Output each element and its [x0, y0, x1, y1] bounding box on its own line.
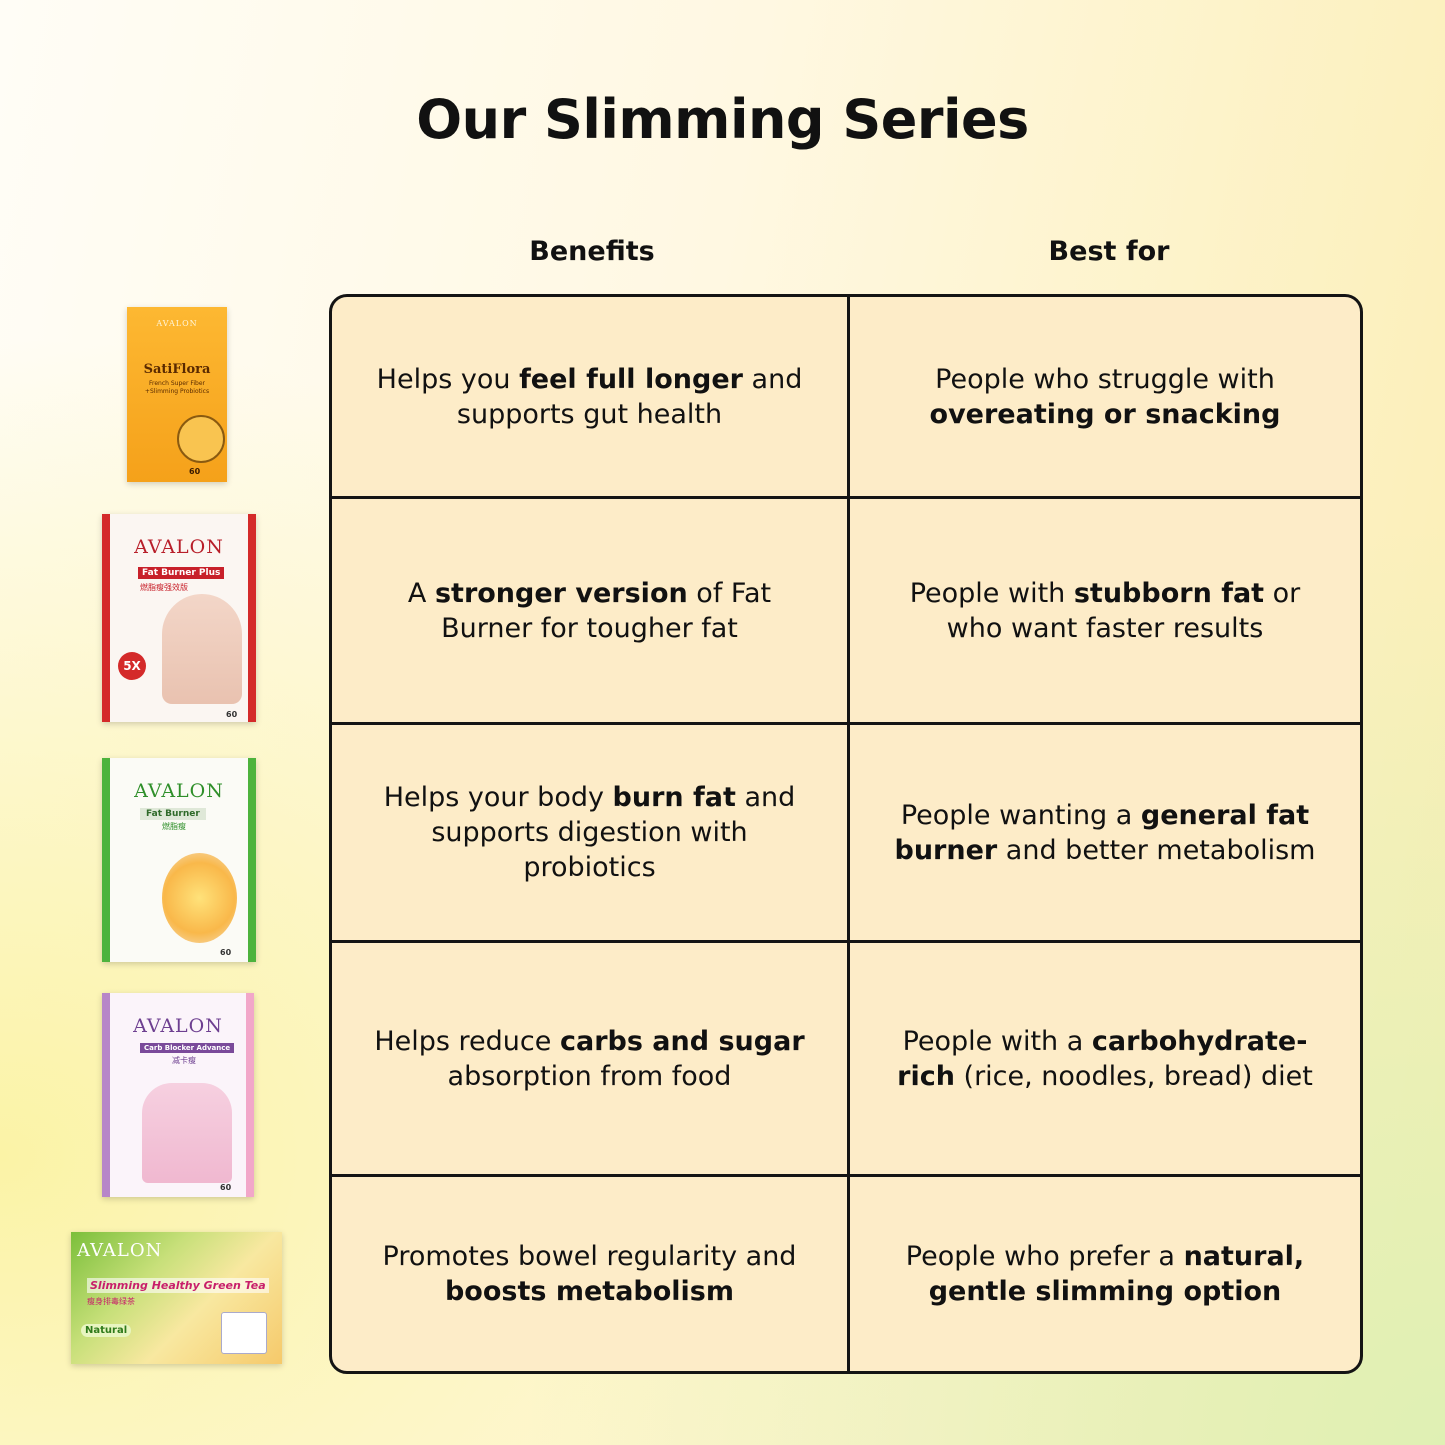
product-brand: AVALON [134, 780, 224, 802]
cell-text: and better metabolism [997, 834, 1316, 866]
product-brand: AVALON [156, 319, 198, 328]
benefit-cell: Promotes bowel regularity and boosts met… [332, 1177, 847, 1371]
cell-text: or who want faster results [946, 577, 1301, 644]
cell-text: Helps reduce [374, 1025, 560, 1057]
product-subtitle: 减卡瘦 [172, 1056, 196, 1065]
product-body-icon [142, 1083, 232, 1183]
product-subtitle: French Super Fiber +Slimming Probiotics [144, 380, 210, 395]
cell-content: Promotes bowel regularity and boosts met… [368, 1239, 811, 1309]
highlight-text: stubborn fat [1073, 577, 1265, 609]
product-name: Carb Blocker Advance [140, 1043, 235, 1053]
benefits-column-header: Benefits [529, 236, 655, 267]
cell-content: Helps you feel full longer and supports … [368, 362, 811, 432]
highlight-text: stronger version [434, 577, 688, 609]
row-divider [332, 940, 1360, 943]
cell-text: absorption from food [447, 1060, 732, 1092]
cell-text: People with [909, 577, 1074, 609]
cell-text: People wanting a [900, 799, 1141, 831]
highlight-text: overeating or snacking [929, 398, 1281, 430]
product-name: Slimming Healthy Green Tea [87, 1278, 269, 1293]
cell-content: Helps reduce carbs and sugar absorption … [368, 1024, 811, 1094]
product-count: 60 [220, 948, 232, 957]
cell-content: Helps your body burn fat and supports di… [368, 780, 811, 885]
product-image-carb-blocker-advance: AVALON Carb Blocker Advance 减卡瘦 60 [102, 993, 254, 1197]
product-badge: 5X [118, 652, 146, 680]
product-tea-cup-icon [221, 1312, 267, 1354]
product-count: 60 [226, 710, 238, 719]
table-row: Helps you feel full longer and supports … [332, 297, 1360, 496]
cell-content: People wanting a general fat burner and … [886, 798, 1324, 868]
highlight-text: burn fat [612, 782, 736, 813]
cell-text: of Fat Burner for tougher fat [441, 577, 772, 644]
highlight-text: general fat burner [894, 799, 1310, 866]
benefit-cell: Helps reduce carbs and sugar absorption … [332, 943, 847, 1174]
cell-content: People with a carbohydrate-rich (rice, n… [886, 1024, 1324, 1094]
highlight-text: carbohydrate-rich [897, 1025, 1308, 1092]
benefit-cell: A stronger version of Fat Burner for tou… [332, 499, 847, 722]
product-body-icon [162, 594, 242, 704]
cell-content: People who struggle with overeating or s… [886, 362, 1324, 432]
table-row: Promotes bowel regularity and boosts met… [332, 1177, 1360, 1371]
best-for-cell: People with stubborn fat or who want fas… [850, 499, 1360, 722]
table-row: Helps your body burn fat and supports di… [332, 725, 1360, 940]
table-row: A stronger version of Fat Burner for tou… [332, 499, 1360, 722]
product-brand: AVALON [77, 1240, 163, 1261]
cell-text: People with a [902, 1025, 1092, 1057]
best-for-cell: People who prefer a natural, gentle slim… [850, 1177, 1360, 1371]
product-image-slimming-green-tea: AVALON Slimming Healthy Green Tea 瘦身排毒绿茶… [71, 1232, 282, 1364]
product-name: Fat Burner [140, 808, 206, 820]
cell-text: People who prefer a [905, 1241, 1184, 1272]
product-count: 60 [189, 467, 201, 476]
best-for-column-header: Best for [1048, 236, 1170, 267]
cell-content: People with stubborn fat or who want fas… [886, 576, 1324, 646]
product-brand: AVALON [134, 536, 224, 558]
product-flower-icon [162, 853, 237, 943]
column-divider [847, 297, 850, 1371]
highlight-text: feel full longer [519, 363, 743, 395]
product-subtitle: 瘦身排毒绿茶 [87, 1297, 135, 1306]
product-name: SatiFlora [143, 362, 211, 377]
highlight-text: boosts metabolism [444, 1276, 735, 1307]
benefit-cell: Helps you feel full longer and supports … [332, 297, 847, 496]
product-seal-icon [177, 415, 225, 463]
highlight-text: natural, gentle slimming option [928, 1241, 1305, 1307]
product-brand: AVALON [133, 1015, 223, 1037]
product-image-satiflora: AVALON SatiFlora French Super Fiber +Sli… [127, 307, 227, 482]
cell-text: and supports gut health [456, 363, 803, 430]
best-for-cell: People who struggle with overeating or s… [850, 297, 1360, 496]
comparison-table: Helps you feel full longer and supports … [329, 294, 1363, 1374]
product-image-fat-burner: AVALON Fat Burner 燃脂瘦 60 [102, 758, 256, 962]
page-title: Our Slimming Series [416, 88, 1029, 151]
cell-text: and supports digestion with probiotics [431, 782, 796, 883]
best-for-cell: People with a carbohydrate-rich (rice, n… [850, 943, 1360, 1174]
cell-content: People who prefer a natural, gentle slim… [886, 1239, 1324, 1309]
product-subtitle: 燃脂瘦 [162, 822, 186, 831]
product-count: 60 [220, 1183, 232, 1192]
cell-text: Helps your body [383, 782, 613, 813]
row-divider [332, 496, 1360, 499]
best-for-cell: People wanting a general fat burner and … [850, 725, 1360, 940]
cell-text: People who struggle with [935, 363, 1275, 395]
cell-content: A stronger version of Fat Burner for tou… [368, 576, 811, 646]
product-name: Fat Burner Plus [138, 567, 225, 579]
cell-text: Helps you [376, 363, 520, 395]
product-image-fat-burner-plus: AVALON Fat Burner Plus 燃脂瘦强效版 5X 60 [102, 514, 256, 722]
table-row: Helps reduce carbs and sugar absorption … [332, 943, 1360, 1174]
cell-text: A [407, 577, 435, 609]
cell-text: Promotes bowel regularity and [382, 1241, 797, 1272]
row-divider [332, 1174, 1360, 1177]
cell-text: (rice, noodles, bread) diet [954, 1060, 1313, 1092]
product-badge: Natural [81, 1324, 132, 1337]
product-subtitle: 燃脂瘦强效版 [140, 583, 188, 592]
row-divider [332, 722, 1360, 725]
highlight-text: carbs and sugar [559, 1025, 805, 1057]
benefit-cell: Helps your body burn fat and supports di… [332, 725, 847, 940]
